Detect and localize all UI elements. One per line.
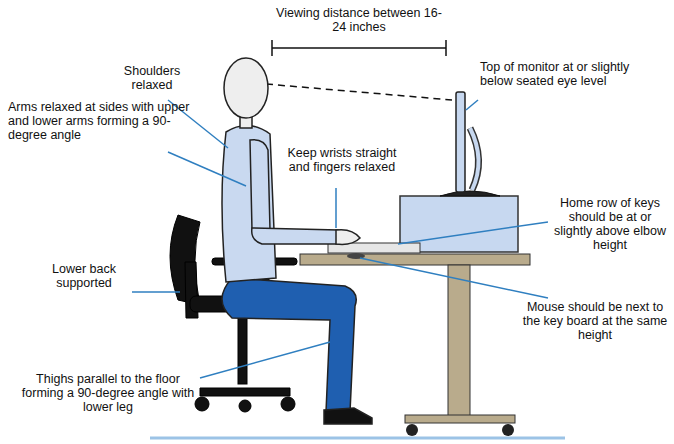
callout-label: Home row of keys should be at or slightl…	[550, 196, 670, 252]
seated-person	[222, 58, 372, 424]
floor-line	[150, 437, 565, 440]
sight-line	[266, 84, 452, 100]
callout-label: Keep wrists straight and fingers relaxed	[282, 146, 402, 174]
callout-label: Arms relaxed at sides with upper and low…	[8, 100, 198, 142]
callout-label: Shoulders relaxed	[110, 64, 194, 92]
callout-label: Thighs parallel to the floor forming a 9…	[18, 372, 198, 414]
monitor	[440, 92, 500, 196]
callout-label: Viewing distance between 16-24 inches	[272, 6, 446, 34]
leader-lines	[132, 100, 548, 378]
callout-label: Top of monitor at or slightly below seat…	[480, 60, 660, 88]
callout-label: Mouse should be next to the key board at…	[520, 300, 670, 342]
callout-label: Lower back supported	[38, 262, 130, 290]
dimension-line	[272, 40, 446, 56]
